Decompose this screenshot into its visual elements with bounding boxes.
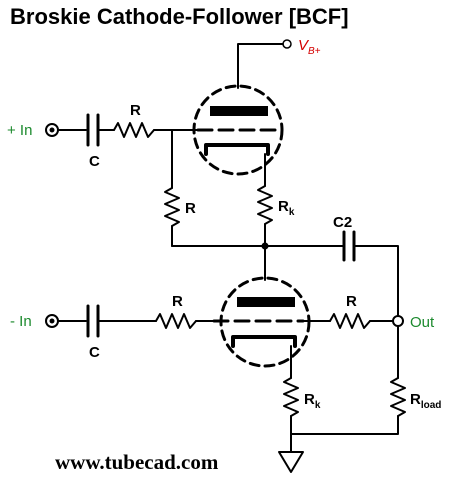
website-footer: www.tubecad.com <box>55 450 219 474</box>
top-cathode-resistor-label: Rk <box>278 198 295 218</box>
bottom-tube <box>212 276 311 368</box>
top-cap-label: C <box>89 153 100 170</box>
top-left-resistor-label: R <box>185 200 196 217</box>
top-left-resistor <box>164 187 180 227</box>
bottom-input-resistor <box>155 313 197 329</box>
bottom-cap-label: C <box>89 344 100 361</box>
input-minus-label: - In <box>10 313 32 330</box>
bottom-input-resistor-label: R <box>172 293 183 310</box>
bottom-feedback-resistor-label: R <box>346 293 357 310</box>
bottom-tube-cathode <box>231 335 297 348</box>
input-plus-label: + In <box>7 122 32 139</box>
bottom-cathode-resistor <box>283 377 299 417</box>
output-label: Out <box>410 314 435 331</box>
supply-wire <box>237 43 284 89</box>
load-resistor <box>390 377 406 417</box>
supply-label: VB+ <box>298 37 321 57</box>
output-terminal <box>392 315 404 327</box>
input-minus-terminal <box>45 314 59 328</box>
diagram-title: Broskie Cathode-Follower [BCF] <box>10 4 349 29</box>
top-cathode-resistor <box>257 185 273 225</box>
top-tube-cathode <box>204 143 270 156</box>
load-resistor-label: Rload <box>410 391 441 411</box>
ground-symbol <box>278 451 304 473</box>
top-input-resistor-label: R <box>130 102 141 119</box>
top-tube-plate <box>210 106 268 116</box>
top-tube <box>192 84 284 176</box>
input-plus-terminal <box>45 123 59 137</box>
c2-label: C2 <box>333 214 352 231</box>
bottom-cathode-resistor-label: Rk <box>304 391 321 411</box>
bottom-tube-plate <box>237 297 295 307</box>
supply-terminal <box>282 39 292 49</box>
top-input-resistor <box>113 122 155 138</box>
bottom-feedback-resistor <box>329 313 371 329</box>
